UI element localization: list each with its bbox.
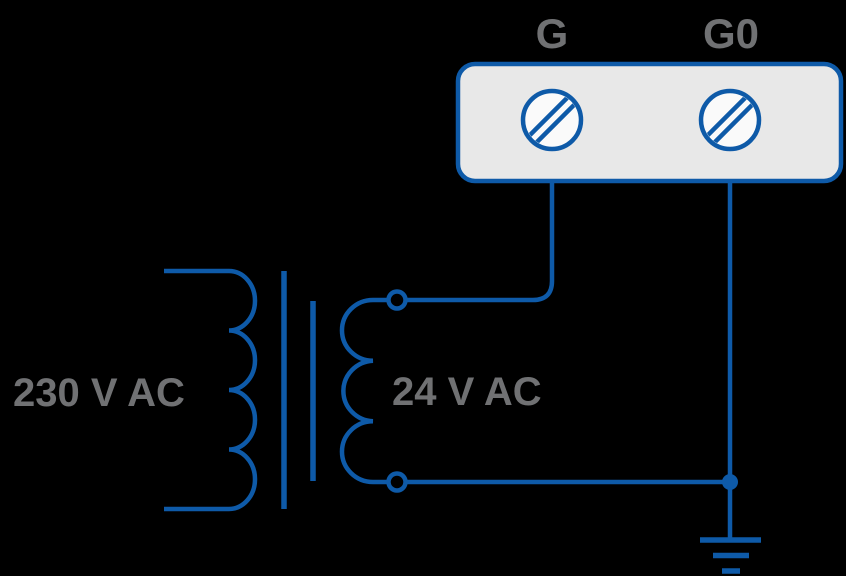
screw-terminal-g0-icon (698, 88, 762, 152)
secondary-terminal-bottom-icon (386, 471, 408, 493)
secondary-voltage-label: 24 V AC (392, 370, 542, 414)
terminal-block (455, 61, 844, 184)
terminal-label-g0: G0 (703, 10, 759, 57)
screw-terminal-g-icon (520, 88, 584, 152)
screw-circle-g0 (698, 88, 762, 152)
terminal-label-g: G (536, 10, 569, 57)
primary-voltage-label: 230 V AC (13, 371, 185, 415)
junction-dot-icon (722, 474, 738, 490)
transformer-secondary-coil (339, 297, 389, 485)
secondary-terminal-top-icon (386, 289, 408, 311)
ground-icon (700, 537, 761, 574)
transformer-symbol (164, 268, 408, 512)
transformer-primary-coil (164, 268, 258, 512)
wire-g-to-secondary-top (406, 182, 555, 303)
terminal-block-body (455, 61, 844, 184)
screw-circle-g (520, 88, 584, 152)
